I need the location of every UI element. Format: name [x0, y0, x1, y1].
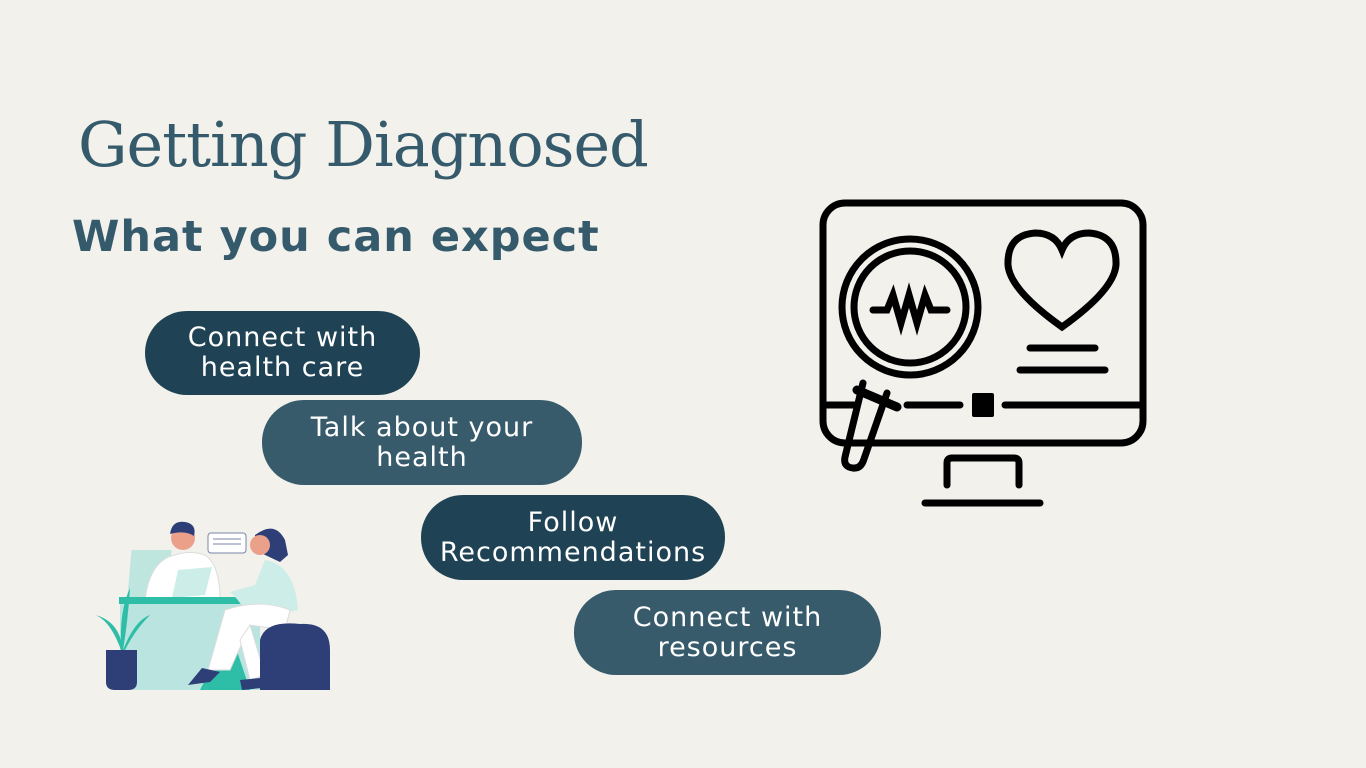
step-line: Follow	[527, 506, 619, 538]
step-line: health	[376, 441, 468, 473]
step-line: health care	[200, 352, 365, 383]
monitor-diagnosis-icon	[819, 199, 1147, 507]
step-line: Connect with	[187, 322, 378, 353]
step-line: Connect with	[632, 601, 823, 633]
step-line: Talk about your	[310, 411, 534, 443]
slide-title: Getting Diagnosed	[78, 108, 649, 181]
slide-subtitle: What you can expect	[72, 212, 600, 262]
doctor-consultation-illustration	[95, 521, 330, 690]
step-line: Recommendations	[439, 536, 707, 568]
step-line: resources	[657, 631, 798, 663]
